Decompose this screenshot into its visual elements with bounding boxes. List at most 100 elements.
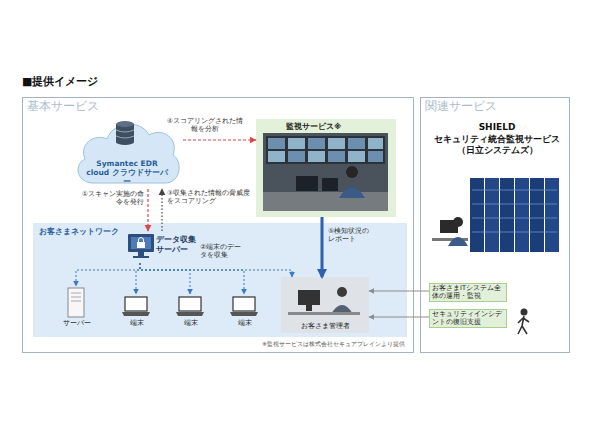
laptop-icon xyxy=(125,297,147,311)
database-icon xyxy=(116,121,134,127)
monitoring-room-photo xyxy=(368,138,383,149)
monitoring-room-photo xyxy=(339,187,365,198)
monitoring-room-photo xyxy=(288,138,305,149)
data-server-icon xyxy=(128,234,154,252)
step-label: ①スキャン実施の命令を発行 xyxy=(80,190,144,207)
monitoring-room-photo xyxy=(328,138,345,149)
monitoring-room-photo xyxy=(263,133,388,211)
monitoring-room-photo xyxy=(288,151,305,162)
operations-center-figure xyxy=(432,178,559,252)
customer-network-band: お客さまネットワークデータ収集サーバーサーバー端末端末端末お客さま管理者 xyxy=(33,223,407,337)
monitoring-room-photo xyxy=(348,151,365,162)
flow-connector xyxy=(140,263,292,277)
laptop-icon xyxy=(176,297,204,316)
flow-connector xyxy=(369,317,429,318)
monitoring-room-photo xyxy=(328,151,345,162)
monitoring-room-photo xyxy=(263,192,388,211)
administrator-figure xyxy=(288,287,360,315)
database-icon xyxy=(116,124,134,142)
server-tower-icon xyxy=(71,293,81,301)
flow-connector xyxy=(321,217,324,277)
database-icon xyxy=(116,130,134,138)
terminal-device: 端末 xyxy=(171,294,211,330)
footnote: ※監視サービスは株式会社セキュアブレインより提供 xyxy=(262,340,405,347)
monitoring-room-photo xyxy=(308,151,325,162)
laptop-icon xyxy=(179,297,201,311)
administrator-figure xyxy=(331,305,353,314)
monitoring-room-photo xyxy=(268,138,285,149)
node-label: お客さまITシステム全体の運用・監視 xyxy=(432,285,505,301)
database-icon xyxy=(116,139,134,145)
server-tower-icon xyxy=(68,288,84,317)
flow-connector xyxy=(183,139,256,140)
node-label: 端末 xyxy=(117,319,157,327)
monitoring-room-photo xyxy=(348,138,365,149)
node-label: お客さまネットワーク xyxy=(39,227,119,236)
walking-person-figure xyxy=(518,309,529,335)
operations-center-figure xyxy=(485,178,499,252)
terminal-device: 端末 xyxy=(117,294,157,330)
operations-center-figure xyxy=(500,178,514,252)
data-server-icon xyxy=(131,237,151,249)
node-label: お客さま管理者 xyxy=(281,322,369,330)
operations-center-figure xyxy=(453,217,463,227)
related-service-region: 関連サービス SHIELDセキュリティ統合監視サービス （日立システムズ） お客さま… xyxy=(420,97,570,353)
walking-person-figure xyxy=(518,316,529,334)
node-label: 端末 xyxy=(225,319,265,327)
database-icon xyxy=(116,121,134,145)
laptop-icon xyxy=(122,312,150,316)
service-region: 基本サービス Symantec EDR cloud クラウドサーバー 監視サービス※… xyxy=(22,97,414,353)
shield-service-box: SHIELDセキュリティ統合監視サービス （日立システムズ） お客さまITシステム… xyxy=(429,116,565,348)
operations-center-figure xyxy=(432,238,468,241)
cloud-server: Symantec EDR cloud クラウドサーバー xyxy=(71,113,183,189)
node-label: SHIELD xyxy=(429,122,565,133)
administrator-figure xyxy=(288,312,360,315)
monitoring-room-photo xyxy=(308,138,325,149)
node-label: 関連サービス xyxy=(425,99,497,113)
data-server-icon xyxy=(128,234,154,258)
flow-connector xyxy=(140,263,244,294)
node-label: Symantec EDR cloud クラウドサーバー xyxy=(85,159,169,186)
flow-connector xyxy=(161,189,162,231)
node-body: セキュリティ統合監視サービス （日立システムズ） xyxy=(432,134,562,156)
server-device: サーバー xyxy=(57,286,97,330)
laptop-icon xyxy=(230,297,258,316)
data-server-icon xyxy=(138,252,144,256)
node-label: サーバー xyxy=(57,319,97,327)
service-item-box: セキュリティインシデントの復旧支援 xyxy=(429,309,507,328)
server-tower-icon xyxy=(68,288,84,317)
step-label: ⑤検知状況のレポート xyxy=(328,227,374,244)
node-label: 基本サービス xyxy=(27,99,99,113)
customer-admin-box: お客さま管理者 xyxy=(281,277,369,333)
laptop-icon xyxy=(122,297,150,316)
node-label: 監視サービス※ xyxy=(286,122,341,131)
flow-connector xyxy=(136,263,140,294)
monitoring-room-photo xyxy=(266,136,385,164)
monitoring-room-photo xyxy=(296,176,318,191)
node-label: 端末 xyxy=(171,319,211,327)
walking-person-figure xyxy=(521,309,528,316)
monitoring-room-photo xyxy=(368,151,383,162)
operations-center-figure xyxy=(440,220,458,233)
flow-connector xyxy=(76,263,140,286)
laptop-icon xyxy=(176,312,204,316)
monitoring-room-photo xyxy=(346,166,358,178)
operations-center-figure xyxy=(515,178,529,252)
service-item-box: お客さまITシステム全体の運用・監視 xyxy=(429,283,507,302)
data-server-icon xyxy=(133,256,149,258)
operations-center-figure xyxy=(470,178,484,252)
laptop-icon xyxy=(233,297,255,311)
flow-connector xyxy=(369,291,429,292)
monitoring-room-photo xyxy=(263,133,388,211)
monitoring-service-box: 監視サービス※ xyxy=(256,119,396,217)
operations-center-figure xyxy=(472,190,557,232)
administrator-figure xyxy=(306,305,312,311)
monitoring-room-photo xyxy=(268,151,285,162)
laptop-icon xyxy=(230,312,258,316)
flow-connector xyxy=(140,263,190,294)
